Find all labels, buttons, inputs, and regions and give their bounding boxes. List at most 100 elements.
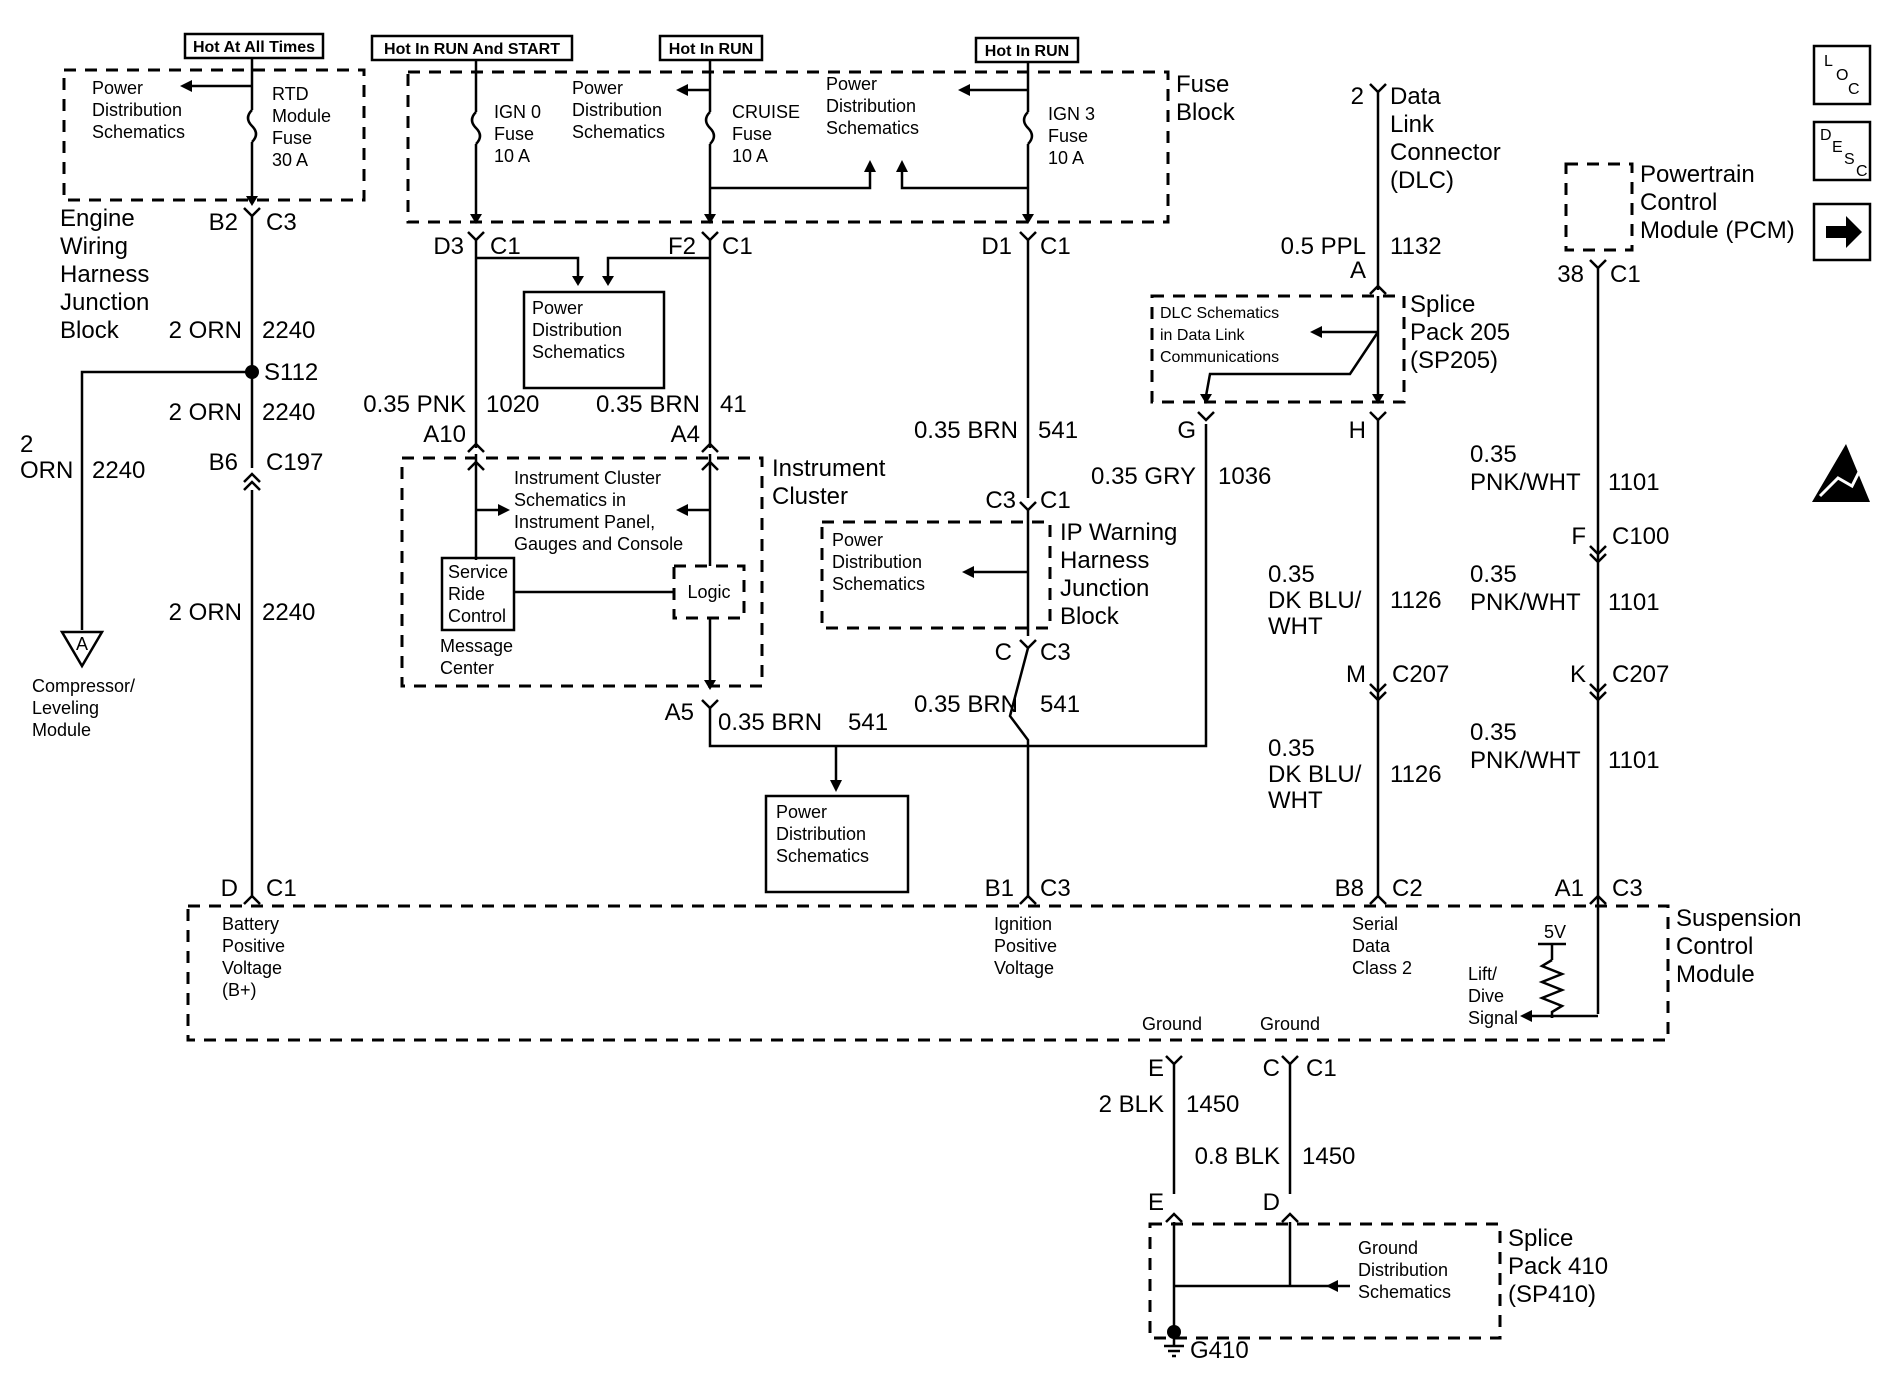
- svg-text:Hot In RUN And START: Hot In RUN And START: [384, 41, 560, 58]
- ground-distribution-ref: Ground Distribution Schematics: [1358, 1238, 1451, 1302]
- svg-text:Communications: Communications: [1160, 349, 1279, 366]
- sp410-label: Splice Pack 410 (SP410): [1508, 1225, 1608, 1308]
- svg-text:1132: 1132: [1390, 233, 1442, 260]
- svg-text:Control: Control: [1676, 933, 1753, 960]
- svg-text:0.35 GRY: 0.35 GRY: [1091, 463, 1196, 490]
- svg-text:541: 541: [1038, 417, 1078, 444]
- svg-text:1101: 1101: [1608, 747, 1660, 774]
- svg-text:2 ORN: 2 ORN: [169, 317, 242, 344]
- svg-text:Block: Block: [60, 317, 120, 344]
- scm-label: Suspension Control Module: [1676, 905, 1801, 988]
- svg-text:2 ORN: 2 ORN: [169, 399, 242, 426]
- svg-text:Positive: Positive: [994, 936, 1057, 956]
- svg-text:2240: 2240: [262, 399, 315, 426]
- svg-text:2240: 2240: [262, 317, 315, 344]
- loc-icon[interactable]: L O C: [1812, 44, 1872, 106]
- svg-text:A4: A4: [671, 421, 700, 448]
- svg-text:Cluster: Cluster: [772, 483, 848, 510]
- svg-text:Pack 410: Pack 410: [1508, 1253, 1608, 1280]
- svg-text:E: E: [1148, 1055, 1164, 1082]
- svg-text:Positive: Positive: [222, 936, 285, 956]
- svg-text:Link: Link: [1390, 111, 1435, 138]
- svg-text:Logic: Logic: [687, 582, 730, 602]
- svg-text:Control: Control: [448, 606, 506, 626]
- svg-text:Power: Power: [92, 78, 143, 98]
- instrument-cluster-box: [400, 456, 764, 688]
- svg-text:C207: C207: [1612, 661, 1669, 688]
- svg-text:Schematics: Schematics: [572, 122, 665, 142]
- svg-text:O: O: [1836, 67, 1848, 84]
- svg-text:IGN 3: IGN 3: [1048, 104, 1095, 124]
- svg-text:K: K: [1570, 661, 1586, 688]
- svg-text:Schematics in: Schematics in: [514, 490, 626, 510]
- svg-text:0.35: 0.35: [1268, 735, 1315, 762]
- svg-text:2: 2: [20, 431, 33, 458]
- svg-text:DK BLU/: DK BLU/: [1268, 761, 1362, 788]
- svg-text:C1: C1: [1040, 487, 1071, 514]
- svg-text:C: C: [995, 639, 1012, 666]
- svg-text:Fuse: Fuse: [272, 128, 312, 148]
- svg-text:D: D: [1263, 1189, 1280, 1216]
- svg-text:Ground: Ground: [1260, 1014, 1320, 1034]
- svg-text:Distribution: Distribution: [832, 552, 922, 572]
- svg-text:Power: Power: [572, 78, 623, 98]
- svg-text:2240: 2240: [92, 457, 145, 484]
- svg-text:Lift/: Lift/: [1468, 964, 1497, 984]
- svg-text:D: D: [221, 875, 238, 902]
- svg-text:S: S: [1844, 151, 1855, 168]
- svg-text:1450: 1450: [1302, 1143, 1355, 1170]
- svg-text:F: F: [1571, 523, 1586, 550]
- desc-icon[interactable]: D E S C: [1812, 120, 1872, 182]
- svg-text:C: C: [1263, 1055, 1280, 1082]
- svg-text:Schematics: Schematics: [92, 122, 185, 142]
- svg-text:Wiring: Wiring: [60, 233, 128, 260]
- svg-text:Distribution: Distribution: [826, 96, 916, 116]
- svg-text:541: 541: [848, 709, 888, 736]
- svg-text:Gauges and Console: Gauges and Console: [514, 534, 683, 554]
- svg-text:Power: Power: [826, 74, 877, 94]
- ign3-fuse-icon: [1022, 111, 1034, 145]
- svg-text:Service: Service: [448, 562, 508, 582]
- svg-text:541: 541: [1040, 691, 1080, 718]
- svg-text:RTD: RTD: [272, 84, 309, 104]
- svg-text:0.35 BRN: 0.35 BRN: [914, 691, 1018, 718]
- svg-text:in Data Link: in Data Link: [1160, 327, 1245, 344]
- svg-text:(SP205): (SP205): [1410, 347, 1498, 374]
- svg-text:Leveling: Leveling: [32, 698, 99, 718]
- svg-text:Hot At All Times: Hot At All Times: [193, 39, 315, 56]
- svg-text:Schematics: Schematics: [776, 846, 869, 866]
- svg-text:Schematics: Schematics: [1358, 1282, 1451, 1302]
- svg-text:Data: Data: [1352, 936, 1391, 956]
- svg-text:Ignition: Ignition: [994, 914, 1052, 934]
- svg-text:Power: Power: [832, 530, 883, 550]
- svg-text:Voltage: Voltage: [222, 958, 282, 978]
- svg-text:ORN: ORN: [20, 457, 73, 484]
- svg-text:Schematics: Schematics: [532, 342, 625, 362]
- g410-ground-point: [1167, 1325, 1181, 1339]
- ip-warning-junction-box: [820, 520, 1052, 630]
- svg-text:C1: C1: [1610, 261, 1641, 288]
- svg-text:Block: Block: [1060, 603, 1120, 630]
- ign0-fuse-label: IGN 0 Fuse 10 A: [494, 102, 541, 166]
- svg-text:Connector: Connector: [1390, 139, 1501, 166]
- svg-text:2: 2: [1351, 83, 1364, 110]
- scm-bplus-label: Battery Positive Voltage (B+): [222, 914, 285, 1000]
- wire-brn-541-cluster: [708, 424, 1208, 748]
- svg-text:C1: C1: [266, 875, 297, 902]
- svg-text:H: H: [1349, 417, 1366, 444]
- cluster-schematics-ref: Instrument Cluster Schematics in Instrum…: [514, 468, 683, 554]
- instrument-cluster-label: Instrument Cluster: [772, 455, 886, 510]
- pds-box-lower: [764, 794, 910, 894]
- svg-text:Harness: Harness: [1060, 547, 1149, 574]
- svg-text:Block: Block: [1176, 99, 1236, 126]
- next-arrow-icon[interactable]: [1812, 202, 1872, 262]
- svg-text:38: 38: [1557, 261, 1584, 288]
- compressor-ref-triangle: [59, 630, 105, 669]
- svg-text:1036: 1036: [1218, 463, 1271, 490]
- dlc-label: Data Link Connector (DLC): [1390, 83, 1501, 194]
- svg-text:0.35 BRN: 0.35 BRN: [718, 709, 822, 736]
- suspension-control-module-box: [186, 904, 1670, 1042]
- engine-junction-block-label: Engine Wiring Harness Junction Block: [60, 205, 149, 344]
- svg-text:Distribution: Distribution: [572, 100, 662, 120]
- svg-text:Fuse: Fuse: [1048, 126, 1088, 146]
